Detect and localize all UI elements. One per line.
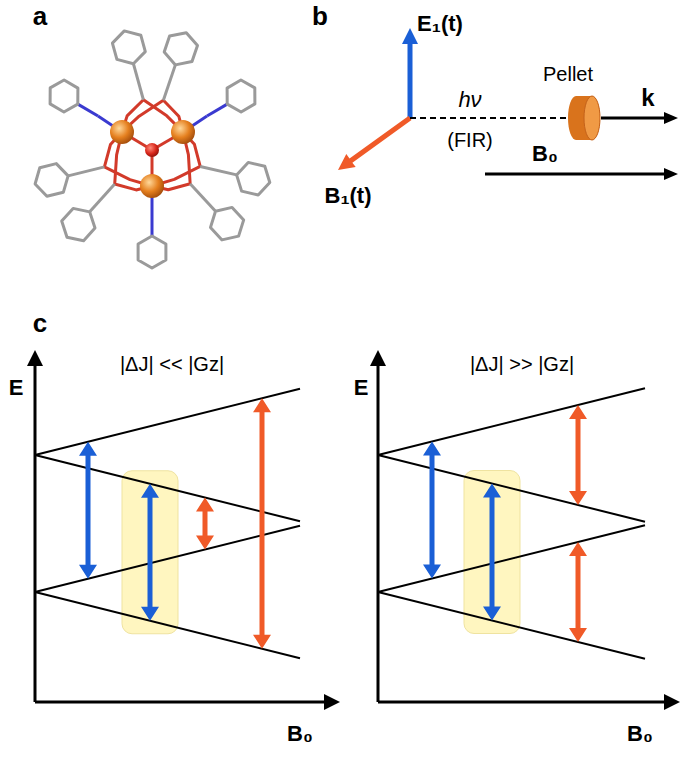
carbon-bond <box>163 65 175 100</box>
photon-label: hν <box>458 87 481 112</box>
pyridine-ring <box>50 80 78 112</box>
nitrogen-bond <box>207 104 227 116</box>
pyridine-ring <box>138 236 166 268</box>
regime-title: |ΔJ| >> |Gz| <box>470 353 574 376</box>
highlight-box <box>122 471 178 634</box>
field-axis <box>378 694 680 710</box>
pellet-sample <box>568 96 600 140</box>
energy-level-line <box>378 525 645 592</box>
carbon-bond <box>190 184 215 211</box>
cyclohexyl-ring <box>35 164 68 197</box>
energy-level-line <box>378 455 645 522</box>
pellet-body <box>568 96 600 140</box>
field-label: B₀ <box>532 141 558 166</box>
cyclohexyl-ring <box>164 33 197 65</box>
axis-label: B₀ <box>627 721 653 746</box>
sample-label: Pellet <box>543 63 593 86</box>
nitrogen-bond <box>151 212 154 236</box>
pyridine-ring <box>227 80 255 112</box>
oxygen-atom <box>145 143 159 157</box>
beam-line <box>410 117 574 119</box>
panel-letter: b <box>312 2 328 32</box>
energy-axis <box>370 350 386 702</box>
carbon-bond <box>90 184 115 212</box>
energy-diagram <box>370 350 680 710</box>
ring-layer <box>35 31 270 268</box>
axis-label: E <box>9 375 24 400</box>
energy-level-line <box>378 592 645 659</box>
highlight-box <box>464 471 520 634</box>
molecule-structure <box>35 31 270 268</box>
carbon-bond <box>68 167 104 176</box>
magnetic-transition-arrow <box>569 542 587 642</box>
energy-diagram <box>27 350 340 710</box>
panel-letter: a <box>33 2 47 32</box>
field-label: E₁(t) <box>417 11 463 36</box>
electric-transition-arrow <box>483 484 501 621</box>
magnetic-transition-arrow <box>196 498 214 550</box>
axis-label: B₀ <box>287 721 313 746</box>
electric-transition-arrow <box>141 484 159 621</box>
energy-axis <box>27 350 43 702</box>
iron-atom <box>110 120 134 144</box>
wavevector-arrow <box>601 112 678 124</box>
nitrogen-bond <box>78 104 98 116</box>
magnetic-transition-arrow <box>253 398 271 649</box>
iron-atom <box>140 174 164 198</box>
energy-level-line <box>378 388 645 455</box>
electric-transition-arrow <box>423 442 441 579</box>
static-field-arrow <box>485 168 678 180</box>
carbon-bond <box>200 166 236 174</box>
iron-atom <box>171 120 195 144</box>
electric-transition-arrow <box>79 442 97 579</box>
cyclohexyl-ring <box>211 207 244 240</box>
electric-field-arrow <box>402 28 418 118</box>
setup-sketch <box>338 28 678 180</box>
panel-letter: c <box>33 309 47 339</box>
wavevector-label: k <box>641 84 654 112</box>
field-axis <box>35 694 340 710</box>
bond-layer <box>68 64 237 236</box>
cyclohexyl-ring <box>237 162 270 195</box>
carbon-bond <box>133 64 143 100</box>
field-label: B₁(t) <box>325 183 372 208</box>
regime-title: |ΔJ| << |Gz| <box>120 353 224 376</box>
magnetic-transition-arrow <box>569 405 587 505</box>
axis-label: E <box>354 375 369 400</box>
band-label: (FIR) <box>447 129 493 152</box>
cyclohexyl-ring <box>112 31 145 64</box>
pellet-face <box>584 96 600 140</box>
magnetic-field-arrow <box>338 116 412 170</box>
cyclohexyl-ring <box>62 208 95 240</box>
